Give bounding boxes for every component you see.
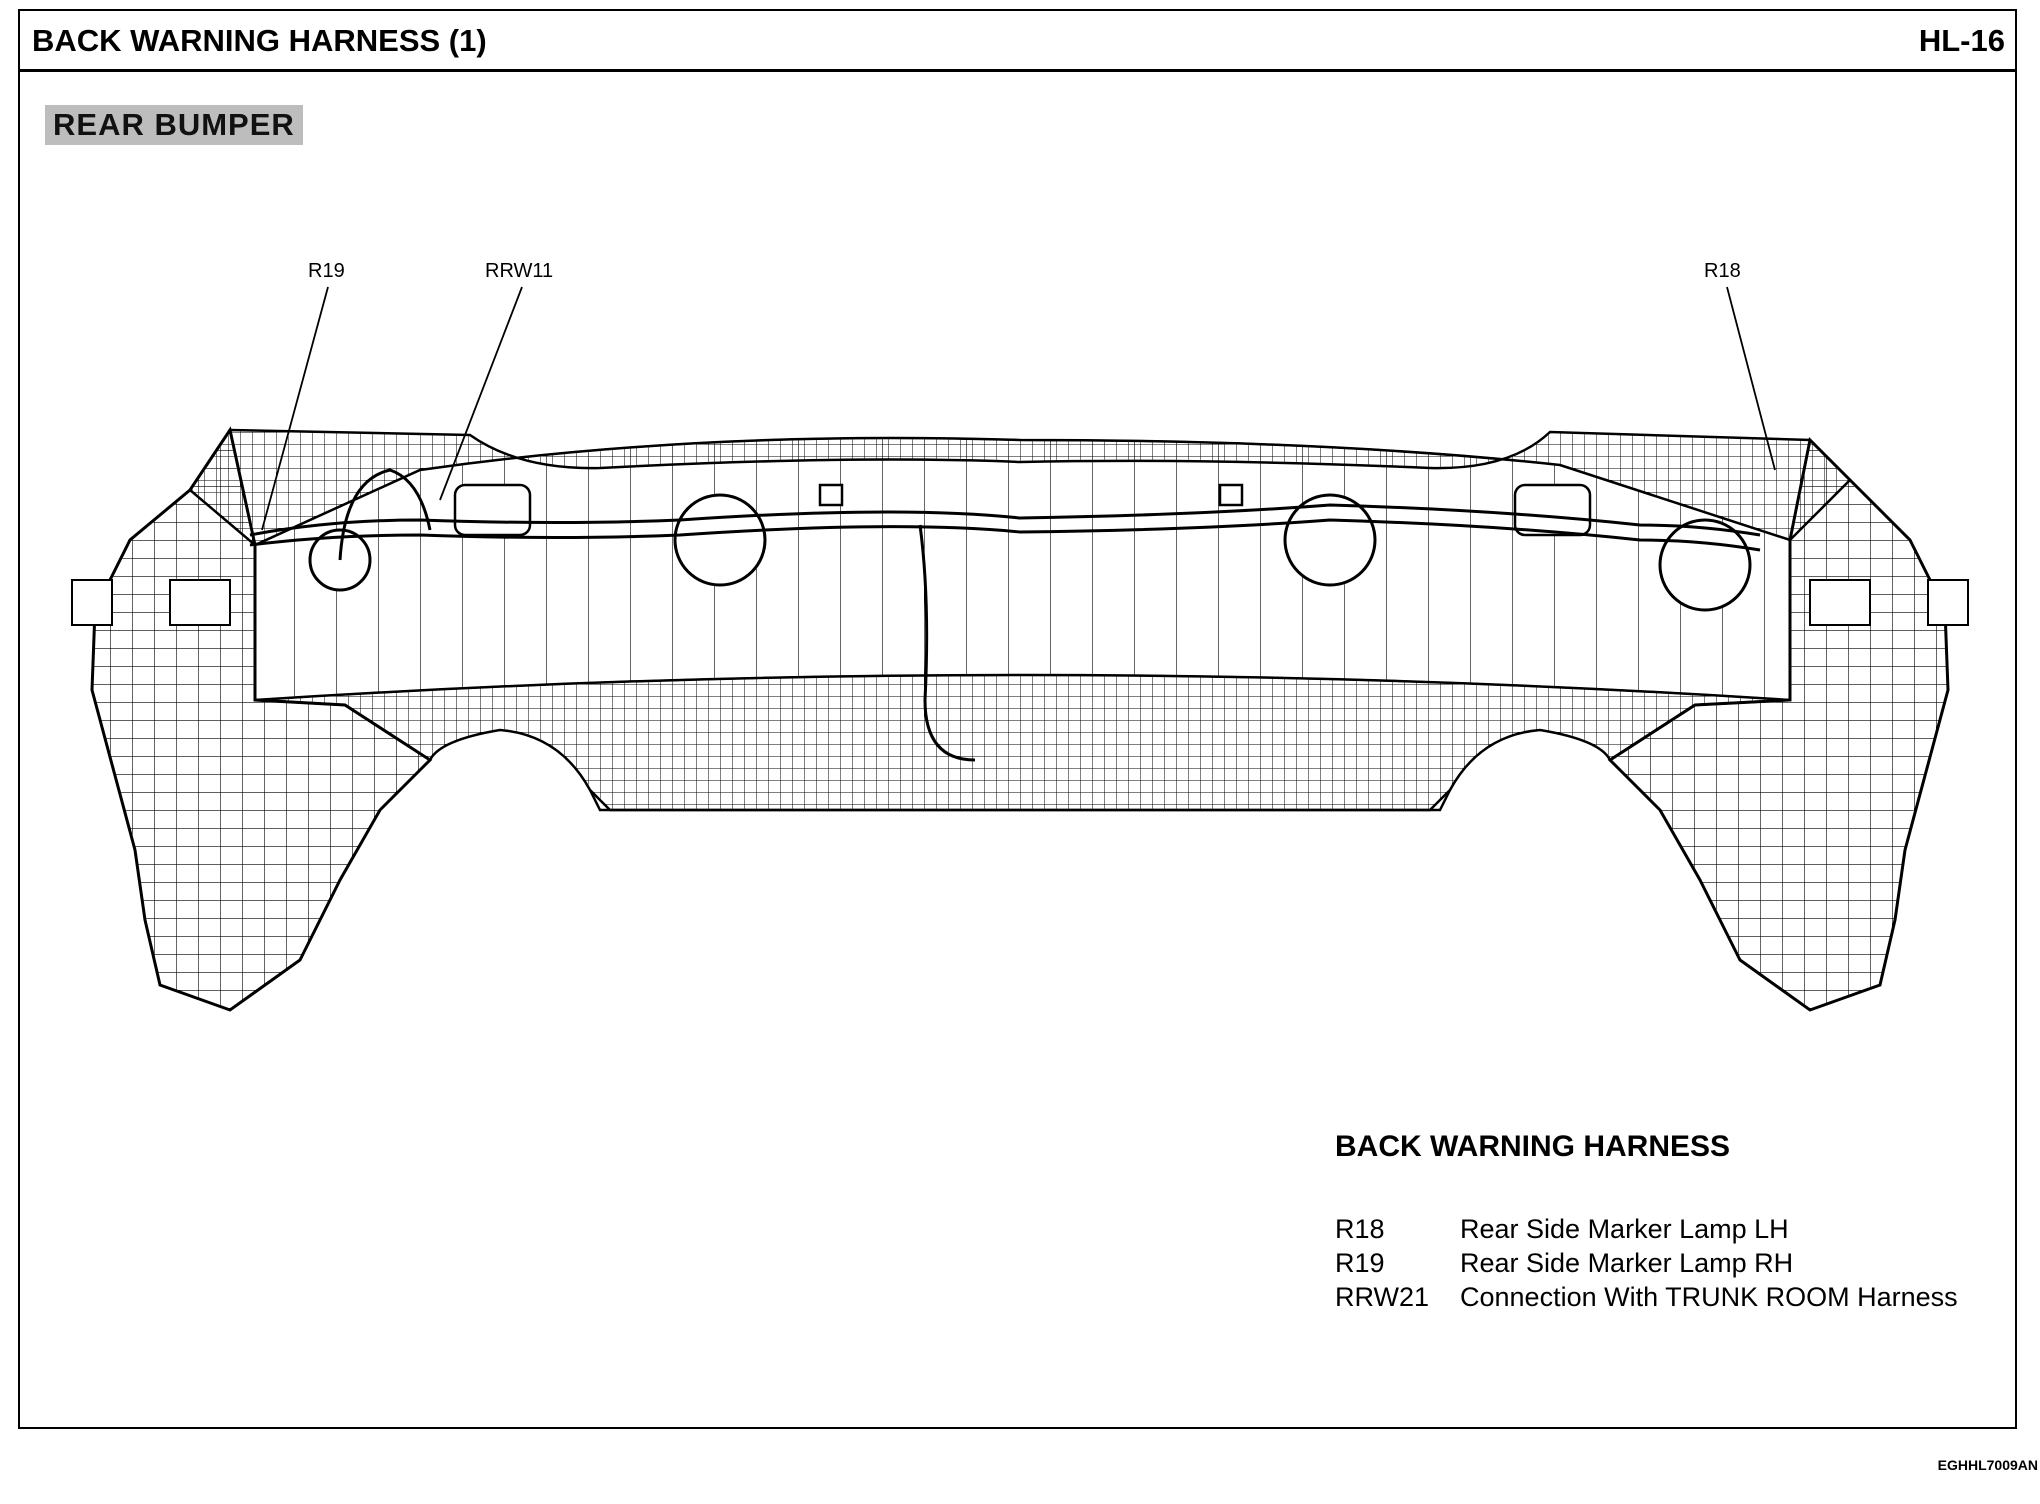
sensor-3 xyxy=(1658,518,1752,612)
legend-row: RRW21 Connection With TRUNK ROOM Harness xyxy=(1335,1280,1995,1314)
connector-4 xyxy=(1218,483,1244,507)
bumper-upper-rim xyxy=(188,428,1852,547)
left-mount-tab xyxy=(71,579,113,626)
legend-description: Rear Side Marker Lamp RH xyxy=(1460,1248,1794,1278)
legend-description: Rear Side Marker Lamp LH xyxy=(1460,1214,1789,1244)
page-header: BACK WARNING HARNESS (1) HL-16 xyxy=(20,11,2015,72)
r18-leader xyxy=(1726,286,1776,471)
harness-wires xyxy=(249,468,1761,762)
section-label: REAR BUMPER xyxy=(45,105,303,145)
bumper-inner-wall xyxy=(254,437,1791,702)
page-title: BACK WARNING HARNESS (1) xyxy=(32,23,487,58)
left-marker-lamp xyxy=(169,579,231,626)
bumper-valance xyxy=(588,789,1452,812)
callout-rrw11: RRW11 xyxy=(485,260,554,282)
callout-r19: R19 xyxy=(308,260,345,282)
bumper-lower-lip xyxy=(254,673,1791,812)
right-marker-lamp xyxy=(1809,579,1871,626)
connector-3 xyxy=(818,483,844,507)
legend-code: R18 xyxy=(1335,1214,1385,1244)
legend-row: R19 Rear Side Marker Lamp RH xyxy=(1335,1246,1995,1280)
legend-title: BACK WARNING HARNESS xyxy=(1335,1130,1731,1163)
connector-2 xyxy=(1513,483,1592,537)
sensor-1 xyxy=(673,493,767,587)
rrw11-leader xyxy=(439,286,523,501)
legend: BACK WARNING HARNESS R18 Rear Side Marke… xyxy=(1335,1130,1995,1314)
legend-code: RRW21 xyxy=(1335,1282,1430,1312)
page-number: HL-16 xyxy=(1918,23,2005,58)
right-mount-tab xyxy=(1927,579,1969,626)
connector-1 xyxy=(453,483,532,537)
page-frame: BACK WARNING HARNESS (1) HL-16 REAR BUMP… xyxy=(18,9,2017,1429)
legend-code: R19 xyxy=(1335,1248,1385,1278)
legend-description: Connection With TRUNK ROOM Harness xyxy=(1460,1282,1958,1312)
legend-row: R18 Rear Side Marker Lamp LH xyxy=(1335,1212,1995,1246)
sensor-2 xyxy=(1283,493,1377,587)
r19-leader xyxy=(261,286,329,531)
callout-leaders xyxy=(261,286,1776,531)
callout-r18: R18 xyxy=(1704,260,1741,282)
figure-code: EGHHL7009AN xyxy=(1937,1457,2038,1473)
